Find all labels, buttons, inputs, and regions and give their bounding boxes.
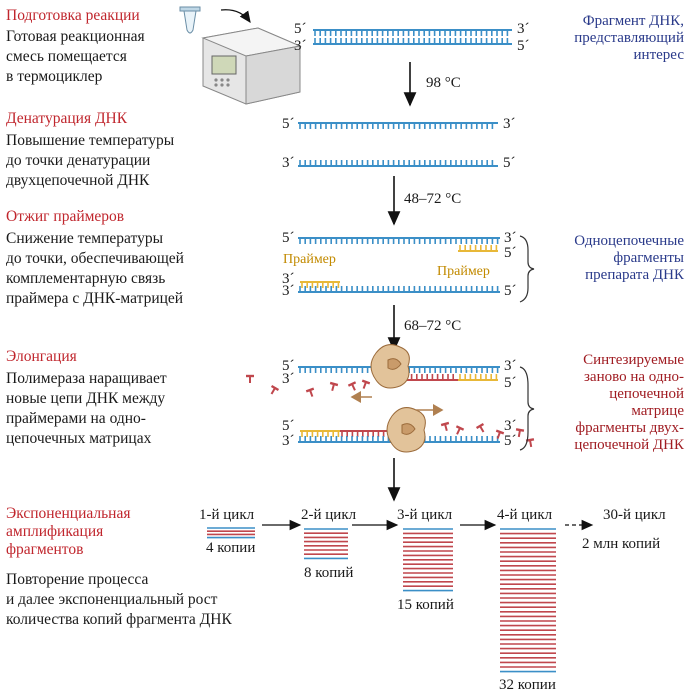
copies-stack-cycle-4 <box>500 528 556 673</box>
step-title-annealing: Отжиг праймеров <box>6 208 125 225</box>
temp-denaturation: 98 °C <box>426 75 461 91</box>
temp-annealing: 48–72 °C <box>404 191 462 207</box>
strand-end-three: 3´ <box>282 271 295 287</box>
strand-end-three: 3´ <box>504 230 517 246</box>
strand-end-five: 5´ <box>517 38 530 54</box>
dna-strand-denat-bottom <box>298 160 498 167</box>
strand-end-three: 3´ <box>282 371 295 387</box>
strand-end-five: 5´ <box>504 375 517 391</box>
strand-end-five: 5´ <box>504 245 517 261</box>
nucleotide-icon <box>495 429 505 439</box>
nucleotide-icon <box>305 387 315 397</box>
copies-stack-cycle-3 <box>403 528 453 592</box>
strand-end-five: 5´ <box>282 358 295 374</box>
copies-stack-cycle-1 <box>207 527 255 539</box>
strand-end-three: 3´ <box>503 116 516 132</box>
nucleotide-icon <box>440 421 450 432</box>
copies-cycle-2: 8 копий <box>304 565 354 581</box>
single-strand-brace <box>519 235 535 303</box>
primer-label-right: Праймер <box>437 264 490 279</box>
copies-cycle-30: 2 млн копий <box>582 536 661 552</box>
nucleotide-icon <box>329 381 339 392</box>
strand-end-five: 5´ <box>504 433 517 449</box>
nucleotide-icon <box>270 384 280 395</box>
step-title-elongation: Элонгация <box>6 348 77 365</box>
cycle-label-1: 1-й цикл <box>199 507 255 523</box>
primer-elong-bottom <box>300 430 340 437</box>
strand-end-three: 3´ <box>517 21 530 37</box>
polymerase-icon <box>370 344 410 389</box>
strand-end-three: 3´ <box>504 418 517 434</box>
strand-end-five: 5´ <box>504 283 517 299</box>
nucleotide-icon <box>361 379 371 389</box>
dna-strand-anneal-top <box>298 237 500 244</box>
cycle-label-30: 30-й цикл <box>603 507 666 523</box>
nucleotide-icon <box>246 374 254 383</box>
copies-cycle-3: 15 копий <box>397 597 454 613</box>
test-tube-icon <box>179 6 201 34</box>
primer-label-left: Праймер <box>283 252 336 267</box>
strand-end-five: 5´ <box>503 155 516 171</box>
strand-end-five: 5´ <box>294 21 307 37</box>
strand-end-three: 3´ <box>282 433 295 449</box>
strand-end-three: 3´ <box>504 358 517 374</box>
dna-strand-anneal-bottom <box>298 286 500 293</box>
copies-cycle-1: 4 копии <box>206 540 256 556</box>
nucleotide-icon <box>515 428 525 438</box>
primer-elong-top <box>458 374 498 381</box>
polymerase-icon-2 <box>386 407 426 453</box>
temp-elongation: 68–72 °C <box>404 318 462 334</box>
strand-end-three: 3´ <box>282 283 295 299</box>
step-title-preparation: Подготовка реакции <box>6 7 140 24</box>
primer-bottom-left <box>300 281 340 288</box>
copies-stack-cycle-2 <box>304 528 348 560</box>
copies-cycle-4: 32 копии <box>499 677 556 693</box>
dna-bottom-strand-1 <box>313 38 512 45</box>
nucleotide-icon <box>475 422 485 433</box>
synth-brace <box>519 366 535 451</box>
dna-top-strand-1 <box>313 29 512 36</box>
cycle-label-2: 2-й цикл <box>301 507 357 523</box>
strand-end-three: 3´ <box>294 38 307 54</box>
nucleotide-icon <box>455 425 465 435</box>
strand-end-five: 5´ <box>282 230 295 246</box>
thermocycler-icon <box>201 27 302 105</box>
tube-to-cycler-arrow <box>220 9 251 24</box>
dna-strand-denat-top <box>298 122 498 129</box>
strand-end-five: 5´ <box>282 116 295 132</box>
strand-end-three: 3´ <box>282 155 295 171</box>
step-title-denaturation: Денатурация ДНК <box>6 110 128 127</box>
strand-end-five: 5´ <box>282 418 295 434</box>
primer-top-right <box>458 245 498 252</box>
cycle-label-4: 4-й цикл <box>497 507 553 523</box>
cycle-label-3: 3-й цикл <box>397 507 453 523</box>
nucleotide-icon <box>347 381 357 391</box>
step-arrows <box>387 62 417 502</box>
